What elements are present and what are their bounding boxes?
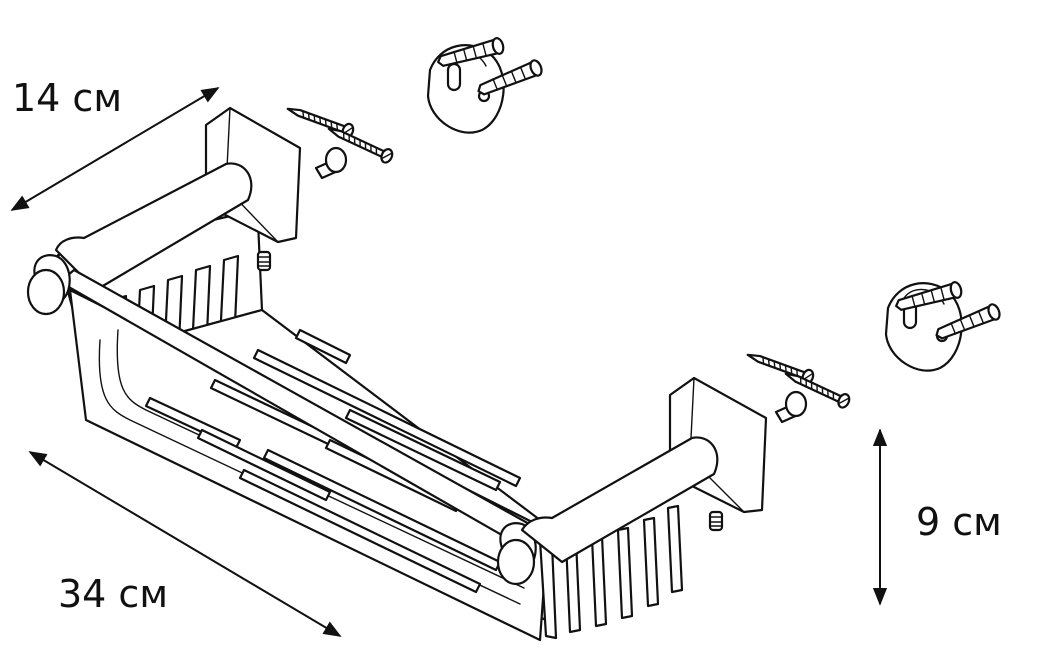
depth-dimension-label: 14 см (12, 76, 122, 120)
upper-bolt (314, 146, 348, 180)
right-end-cap (496, 538, 536, 586)
basket-floor-slots (144, 328, 522, 594)
left-end-cap (26, 268, 66, 316)
width-dimension-arrow (28, 451, 342, 637)
upper-mounting-kit (284, 35, 545, 180)
left-set-screw (256, 250, 272, 272)
width-dimension-label: 34 см (58, 572, 168, 616)
height-dimension-label: 9 см (916, 500, 1002, 544)
right-wall-bracket (520, 376, 768, 564)
left-wall-bracket (54, 106, 302, 292)
right-set-screw (708, 510, 724, 532)
front-rail (26, 254, 542, 586)
lower-bolt (774, 390, 808, 424)
depth-dimension-arrow (10, 87, 220, 211)
lower-mounting-kit (744, 279, 1003, 424)
